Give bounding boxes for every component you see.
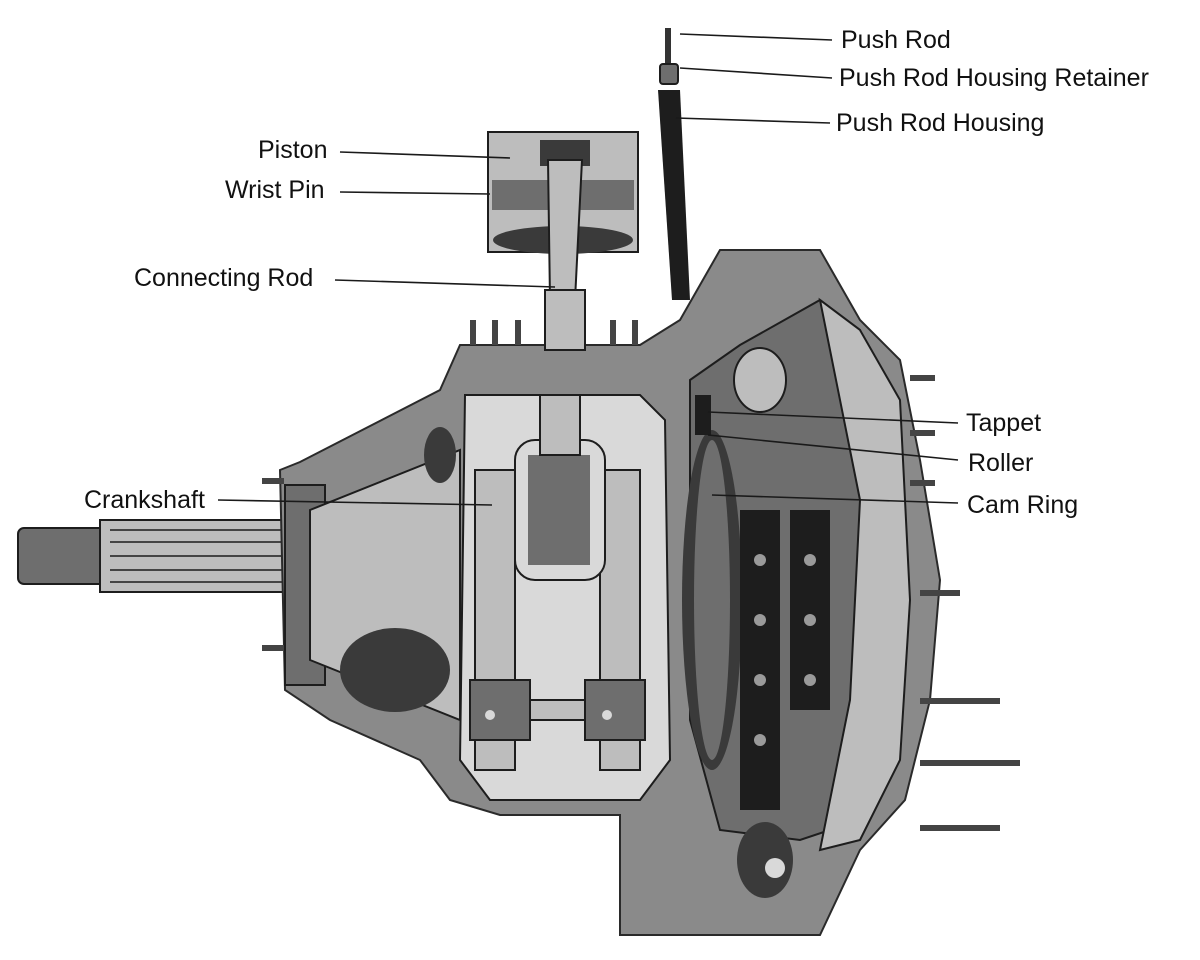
propeller-shaft bbox=[17, 519, 301, 593]
label-push-rod-housing: Push Rod Housing bbox=[836, 109, 1045, 137]
label-piston: Piston bbox=[258, 136, 328, 164]
label-connecting-rod: Connecting Rod bbox=[134, 264, 314, 292]
piston-part bbox=[487, 131, 639, 351]
cam-gear-assembly bbox=[682, 430, 830, 810]
label-roller: Roller bbox=[968, 449, 1034, 477]
crankshaft-part bbox=[469, 394, 646, 771]
label-cam-ring: Cam Ring bbox=[967, 491, 1079, 519]
label-wrist-pin: Wrist Pin bbox=[225, 176, 325, 204]
push-rod-assembly bbox=[658, 28, 690, 300]
leader-lines bbox=[217, 33, 959, 506]
label-push-rod: Push Rod bbox=[841, 26, 951, 54]
tappet-part bbox=[695, 395, 711, 435]
label-crankshaft: Crankshaft bbox=[84, 486, 205, 514]
label-push-rod-housing-retainer: Push Rod Housing Retainer bbox=[839, 64, 1149, 92]
label-tappet: Tappet bbox=[966, 409, 1042, 437]
